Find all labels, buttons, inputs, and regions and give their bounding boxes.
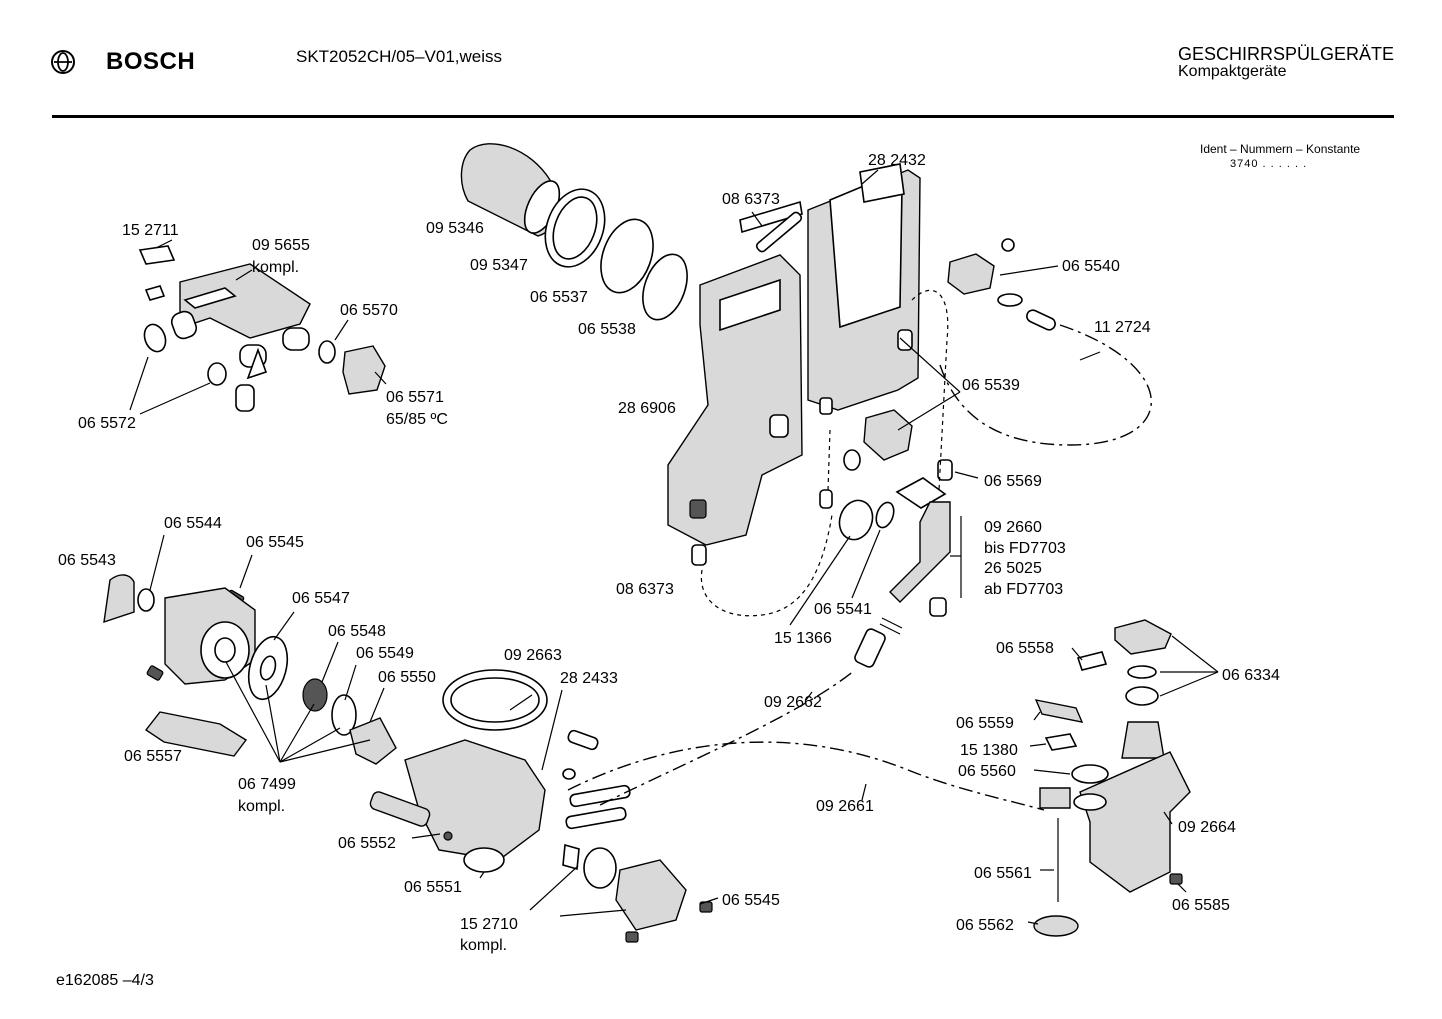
part-label-065540: 06 5540 bbox=[1062, 258, 1120, 275]
part-label-282433: 28 2433 bbox=[560, 670, 618, 687]
part-label-092660-bis: bis FD7703 bbox=[984, 540, 1066, 557]
bosch-armature-icon bbox=[51, 50, 75, 74]
part-label-065538: 06 5538 bbox=[578, 321, 636, 338]
part-label-065549: 06 5549 bbox=[356, 645, 414, 662]
part-label-065545-bottom: 06 5545 bbox=[722, 892, 780, 909]
part-label-086373-top: 08 6373 bbox=[722, 191, 780, 208]
category-title: GESCHIRRSPÜLGERÄTE bbox=[1178, 44, 1395, 64]
heater-assembly-group bbox=[129, 239, 387, 415]
part-label-kompl-152710: kompl. bbox=[460, 937, 507, 954]
part-label-065539: 06 5539 bbox=[962, 377, 1020, 394]
part-label-065551: 06 5551 bbox=[404, 879, 462, 896]
part-label-092663: 09 2663 bbox=[504, 647, 562, 664]
valve-group bbox=[789, 477, 962, 668]
part-label-112724: 11 2724 bbox=[1094, 319, 1151, 336]
part-label-092661: 09 2661 bbox=[816, 798, 874, 815]
part-label-065550: 06 5550 bbox=[378, 669, 436, 686]
part-label-065557: 06 5557 bbox=[124, 748, 182, 765]
brand-name: BOSCH bbox=[106, 48, 196, 75]
part-label-065559: 06 5559 bbox=[956, 715, 1014, 732]
part-label-065585: 06 5585 bbox=[1172, 897, 1230, 914]
part-label-086373-bottom: 08 6373 bbox=[616, 581, 674, 598]
part-label-065552: 06 5552 bbox=[338, 835, 396, 852]
part-label-065543: 06 5543 bbox=[58, 552, 116, 569]
part-label-065544: 06 5544 bbox=[164, 515, 222, 532]
part-label-092662: 09 2662 bbox=[764, 694, 822, 711]
part-label-kompl-095655: kompl. bbox=[252, 259, 299, 276]
ident-value: 3740 . . . . . . bbox=[1230, 158, 1308, 170]
part-label-065537: 06 5537 bbox=[530, 289, 588, 306]
part-label-065545-top: 06 5545 bbox=[246, 534, 304, 551]
part-label-265025-ab: ab FD7703 bbox=[984, 581, 1063, 598]
part-labels: 15 2711 09 5655 kompl. 06 5570 06 5572 0… bbox=[58, 152, 1280, 954]
part-label-065547: 06 5547 bbox=[292, 590, 350, 607]
part-label-095655: 09 5655 bbox=[252, 237, 310, 254]
part-label-065558: 06 5558 bbox=[996, 640, 1054, 657]
part-label-065571-temp: 65/85 ºC bbox=[386, 411, 448, 428]
detergent-dispenser-group bbox=[567, 619, 1219, 937]
part-label-065571: 06 5571 bbox=[386, 389, 444, 406]
part-label-065570: 06 5570 bbox=[340, 302, 398, 319]
bosch-logo: BOSCH bbox=[50, 48, 195, 76]
ident-title: Ident – Nummern – Konstante bbox=[1200, 142, 1361, 156]
part-label-065560: 06 5560 bbox=[958, 763, 1016, 780]
part-label-152711: 15 2711 bbox=[122, 222, 179, 239]
part-label-kompl-067499: kompl. bbox=[238, 798, 285, 815]
part-label-067499: 06 7499 bbox=[238, 776, 296, 793]
header-divider bbox=[52, 115, 1394, 118]
part-label-286906: 28 6906 bbox=[618, 400, 676, 417]
part-label-065569: 06 5569 bbox=[984, 473, 1042, 490]
part-label-151366: 15 1366 bbox=[774, 630, 832, 647]
part-label-265025: 26 5025 bbox=[984, 560, 1042, 577]
part-label-066334: 06 6334 bbox=[1222, 667, 1280, 684]
part-label-151380: 15 1380 bbox=[960, 742, 1018, 759]
part-label-092664: 09 2664 bbox=[1178, 819, 1236, 836]
drawing-code: e162085 –4/3 bbox=[56, 972, 154, 989]
model-number: SKT2052CH/05–V01,weiss bbox=[296, 47, 503, 66]
category-subtitle: Kompaktgeräte bbox=[1178, 63, 1287, 80]
water-tank-group bbox=[460, 143, 1152, 617]
part-label-065572: 06 5572 bbox=[78, 415, 136, 432]
part-label-282432: 28 2432 bbox=[868, 152, 926, 169]
part-label-092660: 09 2660 bbox=[984, 519, 1042, 536]
part-label-065548: 06 5548 bbox=[328, 623, 386, 640]
part-label-065541: 06 5541 bbox=[814, 601, 872, 618]
part-label-095346: 09 5346 bbox=[426, 220, 484, 237]
circulation-pump-group bbox=[103, 534, 719, 943]
part-label-065561: 06 5561 bbox=[974, 865, 1032, 882]
part-label-152710: 15 2710 bbox=[460, 916, 518, 933]
part-label-065562: 06 5562 bbox=[956, 917, 1014, 934]
part-label-095347: 09 5347 bbox=[470, 257, 528, 274]
